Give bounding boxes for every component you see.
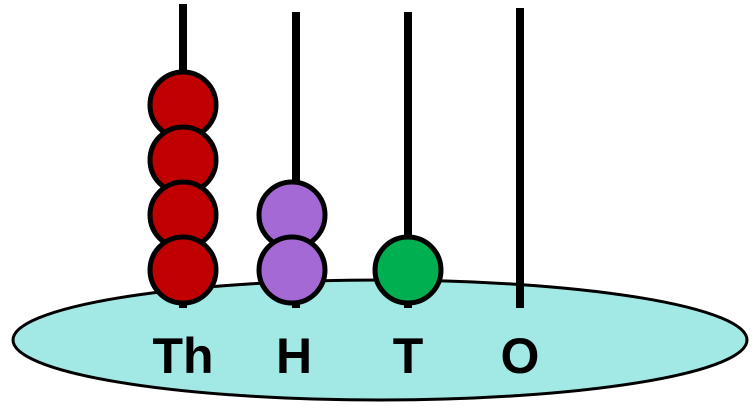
bead-hundreds bbox=[256, 234, 328, 306]
bead-thousands bbox=[147, 234, 219, 306]
label-tens: T bbox=[393, 328, 424, 384]
beads bbox=[147, 69, 444, 306]
label-thousands: Th bbox=[152, 328, 213, 384]
bead-tens bbox=[372, 234, 444, 306]
label-hundreds: H bbox=[276, 328, 312, 384]
label-ones: O bbox=[501, 328, 540, 384]
abacus-base bbox=[11, 278, 749, 402]
rods bbox=[179, 4, 524, 308]
